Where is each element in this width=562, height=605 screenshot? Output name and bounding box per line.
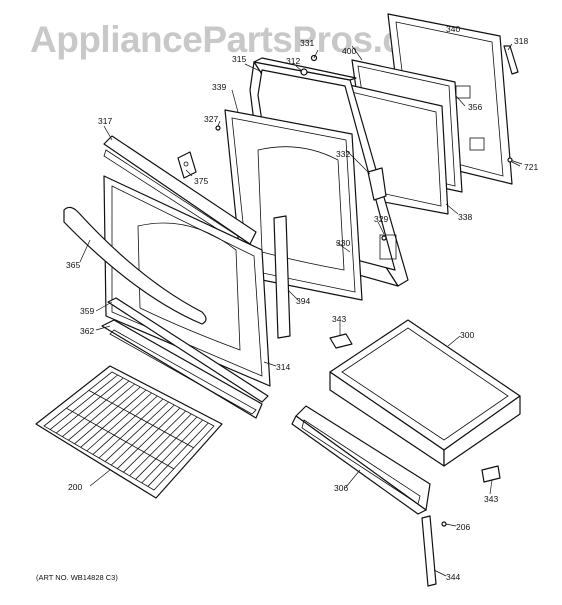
- callout-200: 200: [68, 482, 82, 492]
- callout-300: 300: [460, 330, 474, 340]
- rack-wire: [62, 380, 130, 437]
- rack-wires: [49, 374, 209, 487]
- callout-343-right: 343: [484, 494, 498, 504]
- rack-wire: [68, 383, 135, 441]
- rack-crossbar: [66, 407, 174, 470]
- callout-338: 338: [458, 212, 472, 222]
- trim-359[interactable]: [107, 297, 269, 403]
- rack-wire: [104, 401, 169, 462]
- outer-door[interactable]: [103, 175, 271, 387]
- callout-331: 331: [300, 38, 314, 48]
- rack-wire: [117, 407, 181, 469]
- callout-400: 400: [342, 46, 356, 56]
- art-number: (ART NO. WB14828 C3): [36, 573, 118, 582]
- rack-wire: [129, 413, 192, 477]
- rack-crossbar: [88, 390, 194, 449]
- callout-306: 306: [334, 483, 348, 493]
- callout-312: 312: [286, 56, 300, 66]
- callout-330: 330: [336, 238, 350, 248]
- rack-wire: [123, 410, 186, 473]
- callout-317: 317: [98, 116, 112, 126]
- callout-375: 375: [194, 176, 208, 186]
- screw-206[interactable]: [441, 521, 447, 527]
- callout-315: 315: [232, 54, 246, 64]
- callout-362: 362: [80, 326, 94, 336]
- callout-314: 314: [276, 362, 290, 372]
- rack-wire: [86, 392, 152, 452]
- drawer-300[interactable]: [329, 319, 521, 467]
- rack-wire: [141, 419, 203, 484]
- handle-365[interactable]: [63, 206, 207, 325]
- rack-wire: [49, 374, 118, 430]
- rack-wire: [98, 398, 164, 459]
- screw-312[interactable]: [300, 68, 308, 76]
- callout-340: 340: [446, 24, 460, 34]
- leader-lines: [79, 43, 521, 577]
- spring-318[interactable]: [503, 45, 519, 75]
- drawer-front-306[interactable]: [291, 405, 431, 515]
- rack-wire: [92, 395, 158, 455]
- callout-327: 327: [204, 114, 218, 124]
- rack-wire: [147, 422, 209, 487]
- rail-344[interactable]: [421, 515, 437, 587]
- oven-rack-200[interactable]: [35, 365, 223, 499]
- rack-wire: [55, 377, 124, 434]
- callout-labels: 318 340 331 400 315 312 339 356 327 317 …: [66, 24, 538, 582]
- vent-trim-362[interactable]: [101, 319, 263, 419]
- rack-wire: [135, 416, 198, 480]
- bracket-332[interactable]: [367, 167, 387, 201]
- callout-394: 394: [296, 296, 310, 306]
- screw-331[interactable]: [310, 49, 319, 62]
- callout-339: 339: [212, 82, 226, 92]
- callout-343-left: 343: [332, 314, 346, 324]
- callout-344: 344: [446, 572, 460, 582]
- callout-206: 206: [456, 522, 470, 532]
- roller-343-right[interactable]: [481, 465, 501, 483]
- screw-329[interactable]: [381, 235, 387, 241]
- rod-394[interactable]: [273, 215, 291, 339]
- callout-332: 332: [336, 149, 350, 159]
- hinge-375[interactable]: [177, 151, 197, 179]
- callout-318: 318: [514, 36, 528, 46]
- callout-329: 329: [374, 214, 388, 224]
- watermark-text: AppliancePartsPros.com: [30, 19, 457, 60]
- rack-wire: [110, 404, 175, 466]
- rack-wire: [80, 389, 147, 448]
- callout-721: 721: [524, 162, 538, 172]
- callout-359: 359: [80, 306, 94, 316]
- rack-wire: [74, 386, 141, 445]
- callout-356: 356: [468, 102, 482, 112]
- callout-365: 365: [66, 260, 80, 270]
- screw-721[interactable]: [507, 157, 523, 165]
- roller-343-left[interactable]: [329, 333, 353, 349]
